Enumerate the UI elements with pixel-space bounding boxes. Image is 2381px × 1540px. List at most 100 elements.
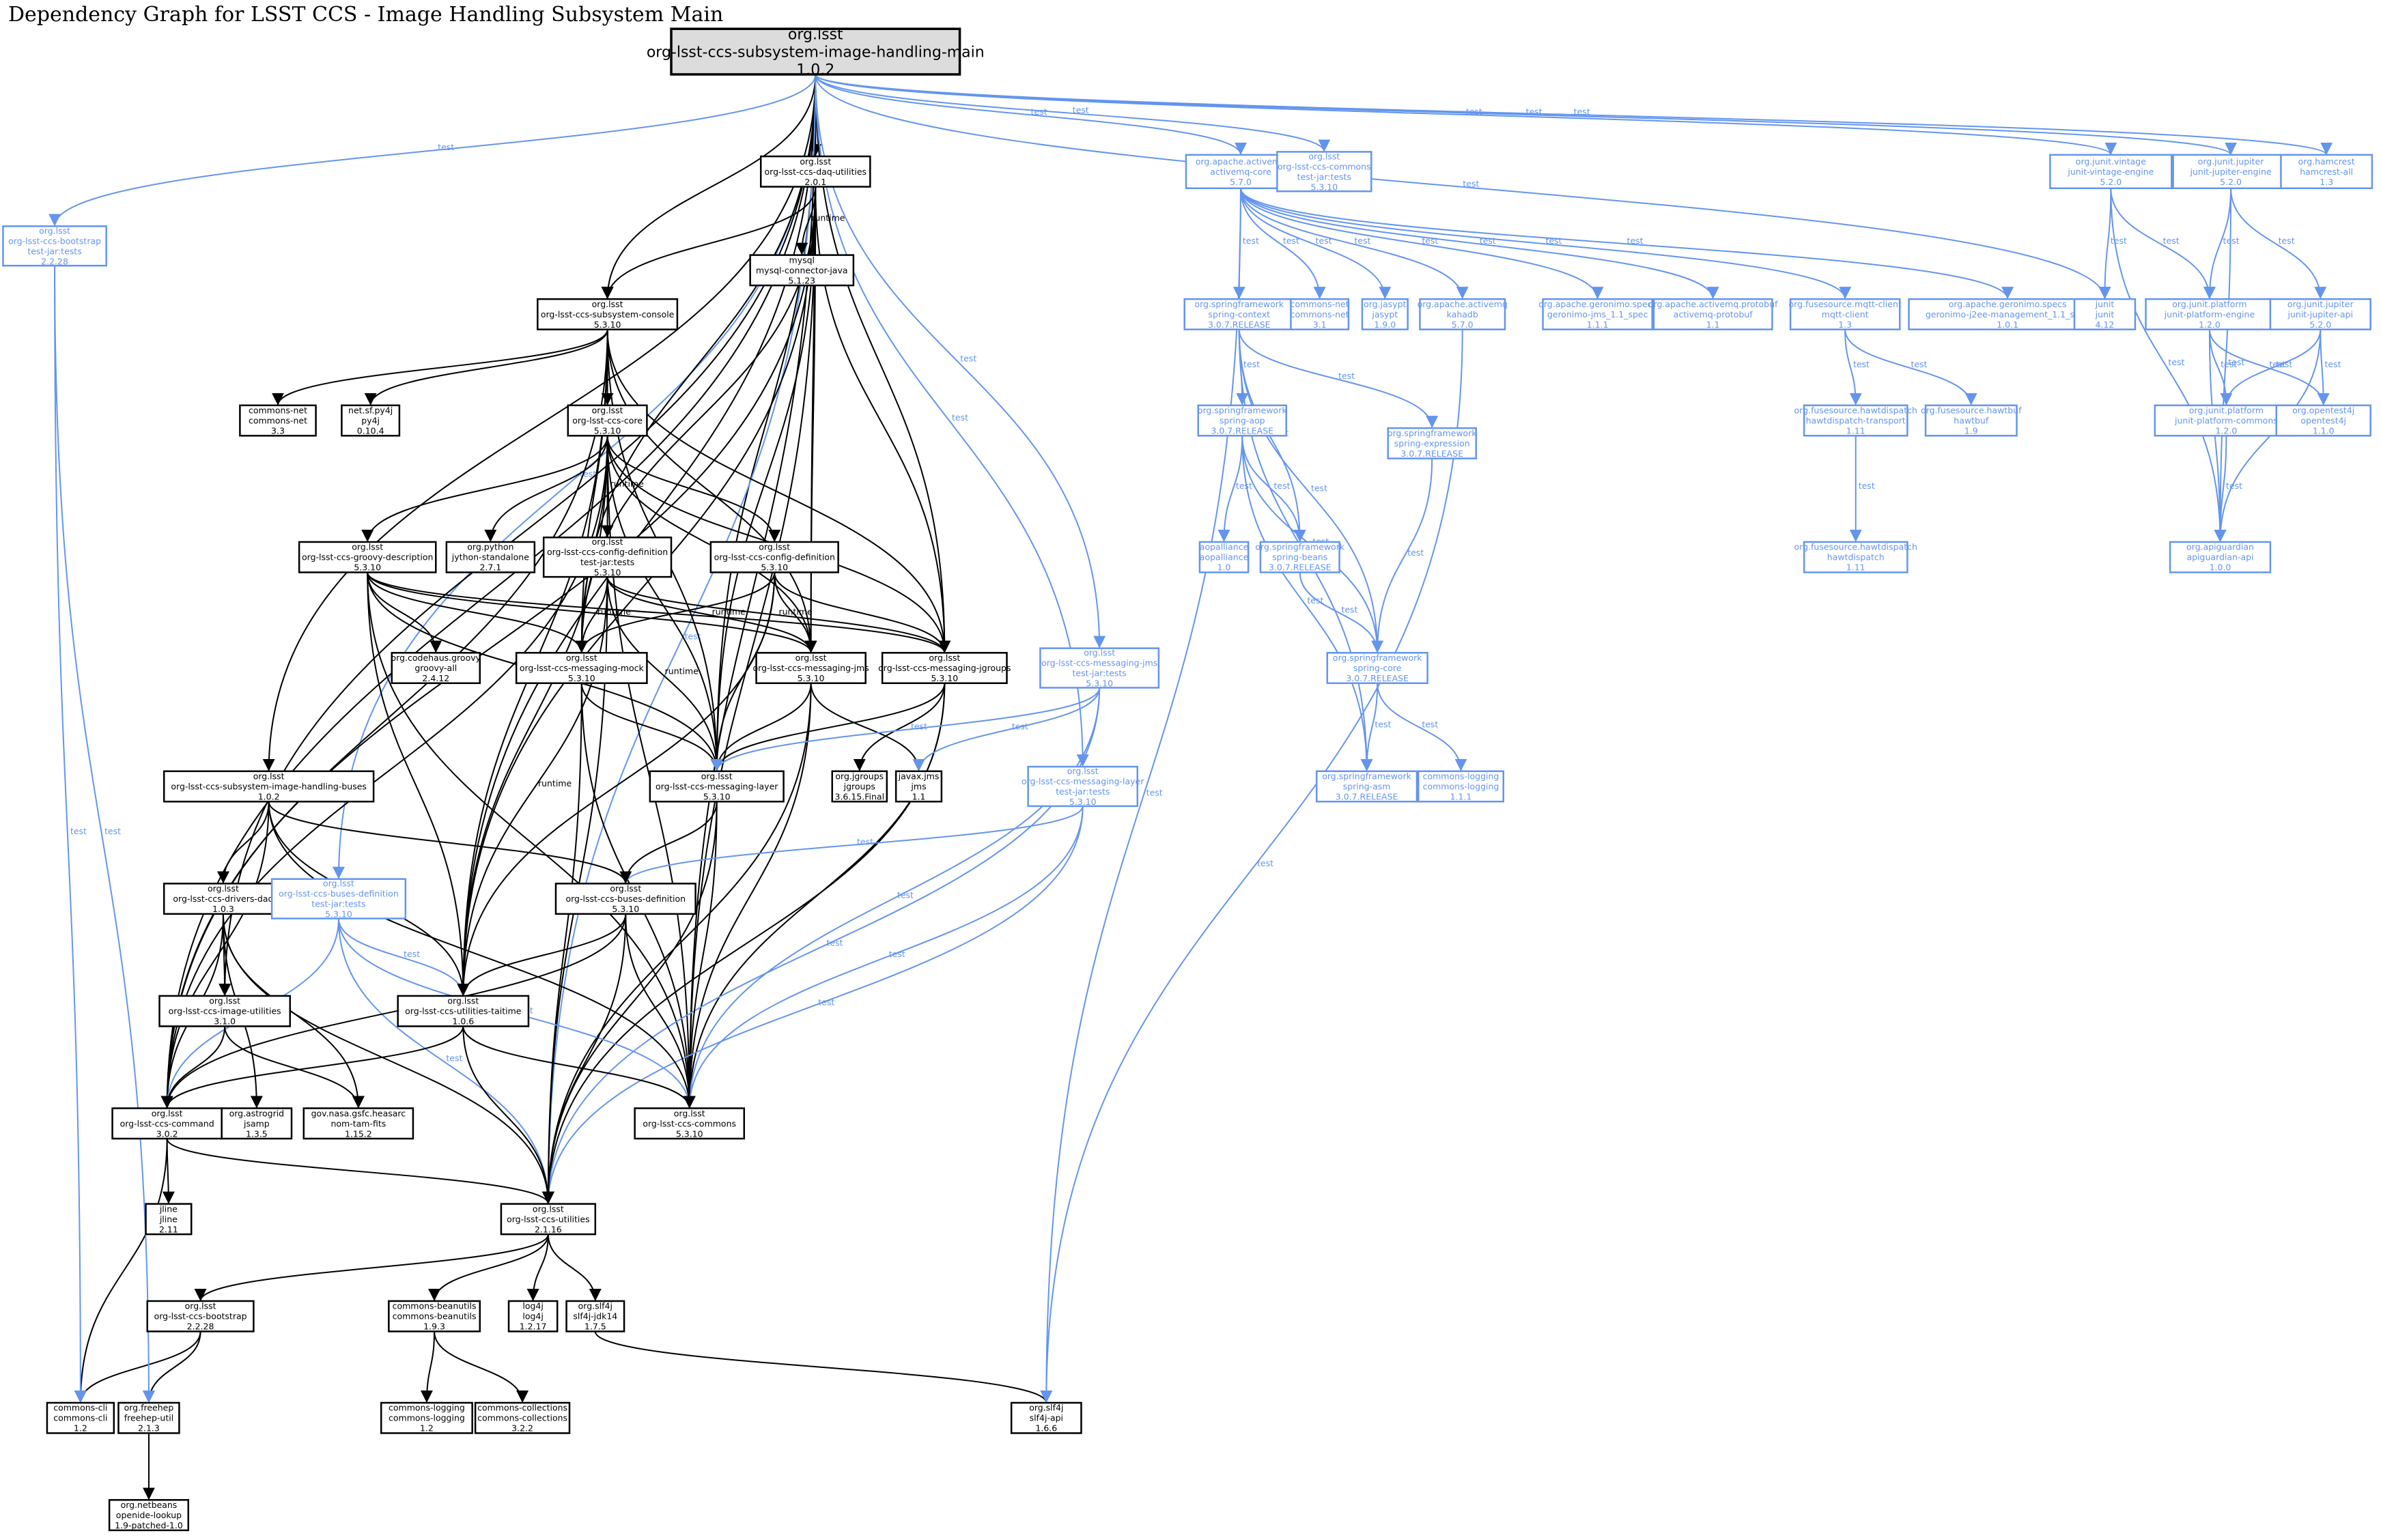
node-bootstrap_tests[interactable]: org.lsstorg-lsst-ccs-bootstraptest-jar:t… [2,225,107,267]
node-label-line: jline [159,1203,178,1214]
node-buses_def[interactable]: org.lsstorg-lsst-ccs-buses-definition5.3… [554,883,696,915]
node-hawtdispatch_transport[interactable]: org.fusesource.hawtdispatchhawtdispatch-… [1794,404,1917,437]
edge-label: test [1859,481,1875,491]
node-box [2280,154,2373,190]
node-messaging_jgroups[interactable]: org.lsstorg-lsst-ccs-messaging-jgroups5.… [878,652,1011,685]
node-openide[interactable]: org.netbeansopenide-lookup1.9-patched-1.… [108,1499,190,1532]
node-box [755,652,867,685]
node-spring_context[interactable]: org.springframeworkspring-context3.0.7.R… [1183,298,1295,330]
node-box [46,1401,115,1434]
edge-line [606,329,817,653]
edge-line [2110,188,2227,542]
node-label-line: openide-lookup [116,1510,182,1520]
node-label-line: 5.3.10 [1310,182,1338,192]
node-label-line: org.fusesource.hawtbuf [1921,405,2022,416]
node-config_def_tests[interactable]: org.lsstorg-lsst-ccs-config-definitionte… [542,537,673,578]
node-box [649,770,785,803]
node-buses_def_tests[interactable]: org.lsstorg-lsst-ccs-buses-definitiontes… [270,878,407,919]
node-box [1198,541,1250,573]
edge-line [541,683,812,1204]
node-messaging_mock[interactable]: org.lsstorg-lsst-ccs-messaging-mock5.3.1… [515,652,648,685]
node-spring_beans[interactable]: org.springframeworkspring-beans3.0.7.REL… [1255,541,1345,573]
node-geronimo_j2ee[interactable]: org.apache.geronimo.specsgeronimo-j2ee-m… [1908,298,2107,330]
node-platform_commons[interactable]: org.junit.platformjunit-platform-commons… [2154,404,2299,437]
node-label-line: org.apache.activemq [1418,299,1508,309]
node-hawtdispatch[interactable]: org.fusesource.hawtdispatchhawtdispatch1… [1794,541,1917,573]
node-messaging_jms_tests[interactable]: org.lsstorg-lsst-ccs-messaging-jmstest-j… [1039,647,1160,689]
edge-bootstrap_tests-to-commons_cli: test [54,266,87,1403]
edge-label: test [1354,236,1370,246]
edge-line [224,1026,365,1109]
node-messaging_layer_tests[interactable]: org.lsstorg-lsst-ccs-messaging-layertest… [1022,765,1144,808]
node-commons_tests[interactable]: org.lsstorg-lsst-ccs-commonstest-jar:tes… [1276,151,1372,192]
edge-label: test [1243,236,1259,246]
edge-label: runtime [665,666,699,676]
edge-line [601,186,817,300]
node-jupiter_engine[interactable]: org.junit.jupiterjunit-jupiter-engine5.2… [2172,154,2290,190]
node-spring_core[interactable]: org.springframeworkspring-core3.0.7.RELE… [1326,652,1428,685]
node-label-line: 1.6.6 [1035,1423,1057,1434]
node-label-line: 5.2.0 [2220,177,2242,187]
edge-groovy_description-to-messaging_jms [367,572,817,653]
node-spring_asm[interactable]: org.springframeworkspring-asm3.0.7.RELEA… [1315,770,1418,803]
node-label-line: 0.10.4 [357,426,384,436]
node-main[interactable]: org.lsstorg-lsst-ccs-subsystem-image-han… [647,26,985,79]
node-spring_aop[interactable]: org.springframeworkspring-aop3.0.7.RELEA… [1197,404,1287,437]
node-image_utilities[interactable]: org.lsstorg-lsst-ccs-image-utilities3.1.… [158,995,292,1027]
edge-kahadb-to-slf4j_api: test [1040,329,1463,1403]
node-platform_engine[interactable]: org.junit.platformjunit-platform-engine1… [2145,298,2274,330]
node-groovy_description[interactable]: org.lsstorg-lsst-ccs-groovy-description5… [298,541,437,573]
node-config_def[interactable]: org.lsstorg-lsst-ccs-config-definition5.… [709,541,839,573]
node-taitime[interactable]: org.lsstorg-lsst-ccs-utilities-taitime1.… [397,995,530,1027]
node-commons_collections[interactable]: commons-collectionscommons-collections3.… [474,1401,571,1434]
node-image_handling_buses[interactable]: org.lsstorg-lsst-ccs-subsystem-image-han… [163,770,375,803]
node-activemq_protobuf[interactable]: org.apache.activemq.protobufactivemq-pro… [1648,298,1778,330]
node-label-line: org-lsst-ccs-messaging-layer [656,782,778,792]
node-geronimo_jms[interactable]: org.apache.geronimo.specsgeronimo-jms_1.… [1538,298,1657,330]
node-subsystem_console[interactable]: org.lsstorg-lsst-ccs-subsystem-console5.… [537,298,679,330]
node-box [507,1300,559,1332]
node-vintage_engine[interactable]: org.junit.vintagejunit-vintage-engine5.2… [2049,154,2173,190]
node-messaging_layer[interactable]: org.lsstorg-lsst-ccs-messaging-layer5.3.… [649,770,785,803]
edge-line [606,436,723,771]
node-spring_expression[interactable]: org.springframeworkspring-expression3.0.… [1387,427,1477,459]
